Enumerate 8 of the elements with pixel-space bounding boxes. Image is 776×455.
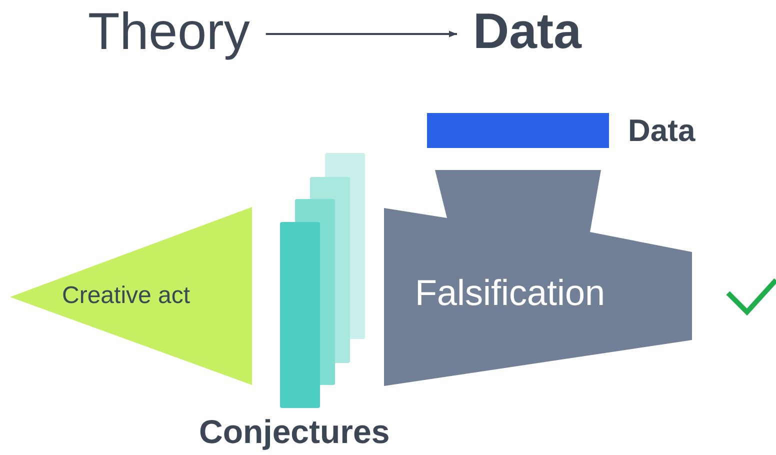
node-label: Falsification xyxy=(415,275,606,311)
node-label: Conjectures xyxy=(199,415,390,448)
node-label: Creative act xyxy=(62,284,190,308)
data-bar xyxy=(427,113,609,148)
title-word: Data xyxy=(473,6,582,56)
node-label: Data xyxy=(628,115,696,146)
arrow xyxy=(266,30,457,38)
title-word: Theory xyxy=(88,6,250,58)
